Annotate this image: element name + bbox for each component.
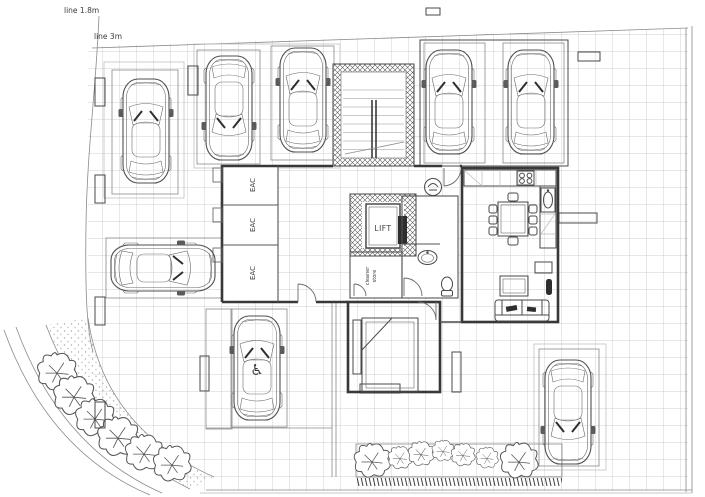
bed-fold [361,317,394,352]
building: EAC EAC EAC LIFT cleaner store [212,63,560,394]
dining-table [488,192,538,246]
access-aisle-hatch [205,308,233,430]
label-cleaner-store-2: store [372,270,378,283]
annotations: line 1.8m line 3m [64,6,122,41]
stairwell [332,63,415,167]
toilet [441,276,453,297]
bathroom [401,168,462,299]
label-eac-3: EAC [249,266,257,280]
label-cleaner-store: cleaner [365,266,371,286]
tv [546,279,552,295]
kitchen-sink [540,187,556,213]
lift: LIFT [349,193,417,257]
hob [516,170,535,186]
label-eac-2: EAC [249,218,257,232]
label-line-18m: line 1.8m [64,6,99,15]
wheelchair-icon: ♿ [250,361,263,379]
tv-cabinet [534,261,553,274]
kitchen [463,169,557,249]
parking-bay [105,42,600,467]
label-line-3m: line 3m [94,32,122,41]
washbasin [417,250,438,265]
bedside-shelf [352,319,362,375]
living-room [494,261,553,322]
sofa [494,299,550,322]
meter-symbol [424,178,442,196]
hatched-edging [356,478,562,486]
eac-rooms: EAC EAC EAC [212,166,279,302]
label-lift: LIFT [374,224,391,233]
entrance-door [297,283,317,303]
label-eac-1: EAC [249,178,257,192]
bedroom [352,301,437,393]
cars: ♿ [110,47,597,465]
